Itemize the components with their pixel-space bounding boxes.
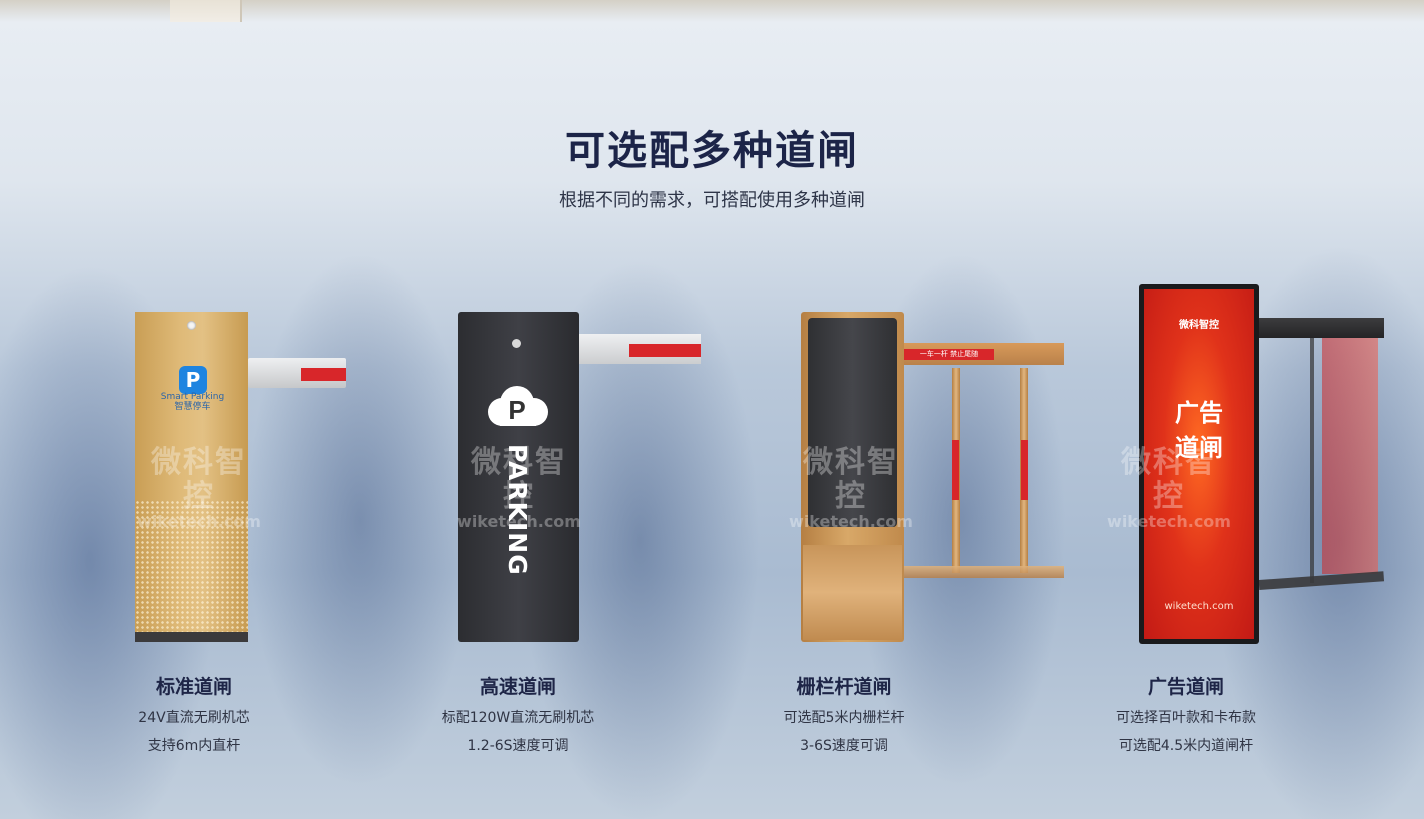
arm-pole <box>1310 338 1314 583</box>
gate-indicator <box>512 339 521 348</box>
page-subtitle: 根据不同的需求，可搭配使用多种道闸 <box>559 190 865 211</box>
ad-screen-url: wiketech.com <box>1164 601 1234 612</box>
product-name: 高速道闸 <box>479 676 556 698</box>
brand-logo-icon: 微科智控 <box>1179 320 1219 331</box>
fence-bottom-rail <box>904 566 1064 578</box>
arm-red-stripe <box>629 344 701 357</box>
arm-red-stripe <box>904 349 994 360</box>
device-brand: Smart Parking 智慧停车 <box>160 392 225 412</box>
fence-red-marker <box>952 440 959 500</box>
page-title: 可选配多种道闸 <box>565 128 859 174</box>
gate-dot-pattern <box>135 500 248 632</box>
parking-cloud-icon: P <box>488 386 548 426</box>
gate-arm <box>1259 318 1384 338</box>
ad-screen-text: 广告道闸 <box>1175 399 1223 462</box>
product-desc: 可选择百叶款和卡布款 可选配4.5米内道闸杆 <box>1116 710 1256 754</box>
product-name: 栅栏杆道闸 <box>796 676 892 698</box>
parking-logo-icon: P <box>179 366 207 394</box>
product-desc: 标配120W直流无刷机芯 1.2-6S速度可调 <box>441 710 595 754</box>
svg-text:P: P <box>508 395 525 425</box>
product-desc: 可选配5米内栅栏杆 3-6S速度可调 <box>783 710 905 754</box>
device-word: PARKING <box>503 444 532 576</box>
ad-screen <box>1144 289 1254 639</box>
arm-red-stripe <box>301 368 346 381</box>
product-desc: 24V直流无刷机芯 支持6m内直杆 <box>138 710 250 754</box>
gate-cabinet <box>458 312 579 642</box>
gate-base <box>803 545 902 640</box>
product-name: 广告道闸 <box>1147 676 1224 698</box>
top-background-strip <box>0 0 1424 22</box>
gate-front-panel <box>808 318 897 527</box>
top-decor-block <box>170 0 242 22</box>
gate-arm-lower <box>1258 571 1385 590</box>
gate-indicator <box>187 321 196 330</box>
fence-sign: 一车一杆 禁止尾随 <box>919 350 979 358</box>
ad-curtain <box>1322 338 1378 574</box>
product-name: 标准道闸 <box>155 676 232 698</box>
fence-red-marker <box>1021 440 1028 500</box>
